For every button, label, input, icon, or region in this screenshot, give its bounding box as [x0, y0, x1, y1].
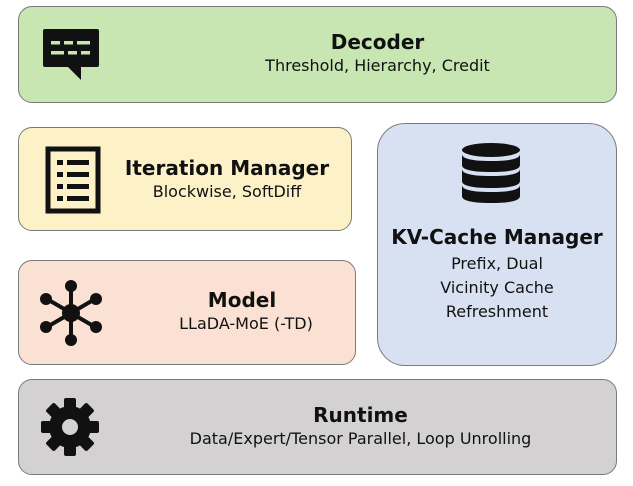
model-text: Model LLaDA-MoE (-TD): [129, 288, 355, 336]
kv-cache-line: Prefix, Dual: [451, 254, 543, 273]
decoder-title: Decoder: [330, 30, 425, 54]
kv-cache-line: Vicinity Cache: [440, 278, 554, 297]
kv-cache-manager-block: KV-Cache Manager Prefix, Dual Vicinity C…: [377, 123, 617, 366]
gear-icon: [39, 396, 101, 462]
kv-cache-line: Refreshment: [445, 302, 549, 321]
decoder-block: Decoder Threshold, Hierarchy, Credit: [18, 6, 617, 103]
iteration-manager-title: Iteration Manager: [124, 156, 330, 180]
kv-cache-manager-title: KV-Cache Manager: [391, 225, 603, 249]
model-subtitle: LLaDA-MoE (-TD): [179, 314, 313, 333]
iteration-manager-subtitle: Blockwise, SoftDiff: [152, 182, 302, 201]
runtime-title: Runtime: [313, 403, 408, 427]
runtime-text: Runtime Data/Expert/Tensor Parallel, Loo…: [105, 403, 616, 451]
database-icon: [459, 141, 523, 209]
chat-bubble-icon: [41, 27, 101, 87]
kv-cache-manager-text: KV-Cache Manager Prefix, Dual Vicinity C…: [378, 225, 616, 324]
runtime-subtitle: Data/Expert/Tensor Parallel, Loop Unroll…: [189, 429, 532, 448]
runtime-block: Runtime Data/Expert/Tensor Parallel, Loo…: [18, 379, 617, 475]
decoder-text: Decoder Threshold, Hierarchy, Credit: [139, 30, 616, 78]
model-block: Model LLaDA-MoE (-TD): [18, 260, 356, 365]
list-document-icon: [45, 146, 101, 218]
iteration-manager-block: Iteration Manager Blockwise, SoftDiff: [18, 127, 352, 231]
model-title: Model: [207, 288, 277, 312]
decoder-subtitle: Threshold, Hierarchy, Credit: [265, 56, 490, 75]
iteration-manager-text: Iteration Manager Blockwise, SoftDiff: [115, 156, 339, 204]
network-hub-icon: [37, 279, 105, 351]
